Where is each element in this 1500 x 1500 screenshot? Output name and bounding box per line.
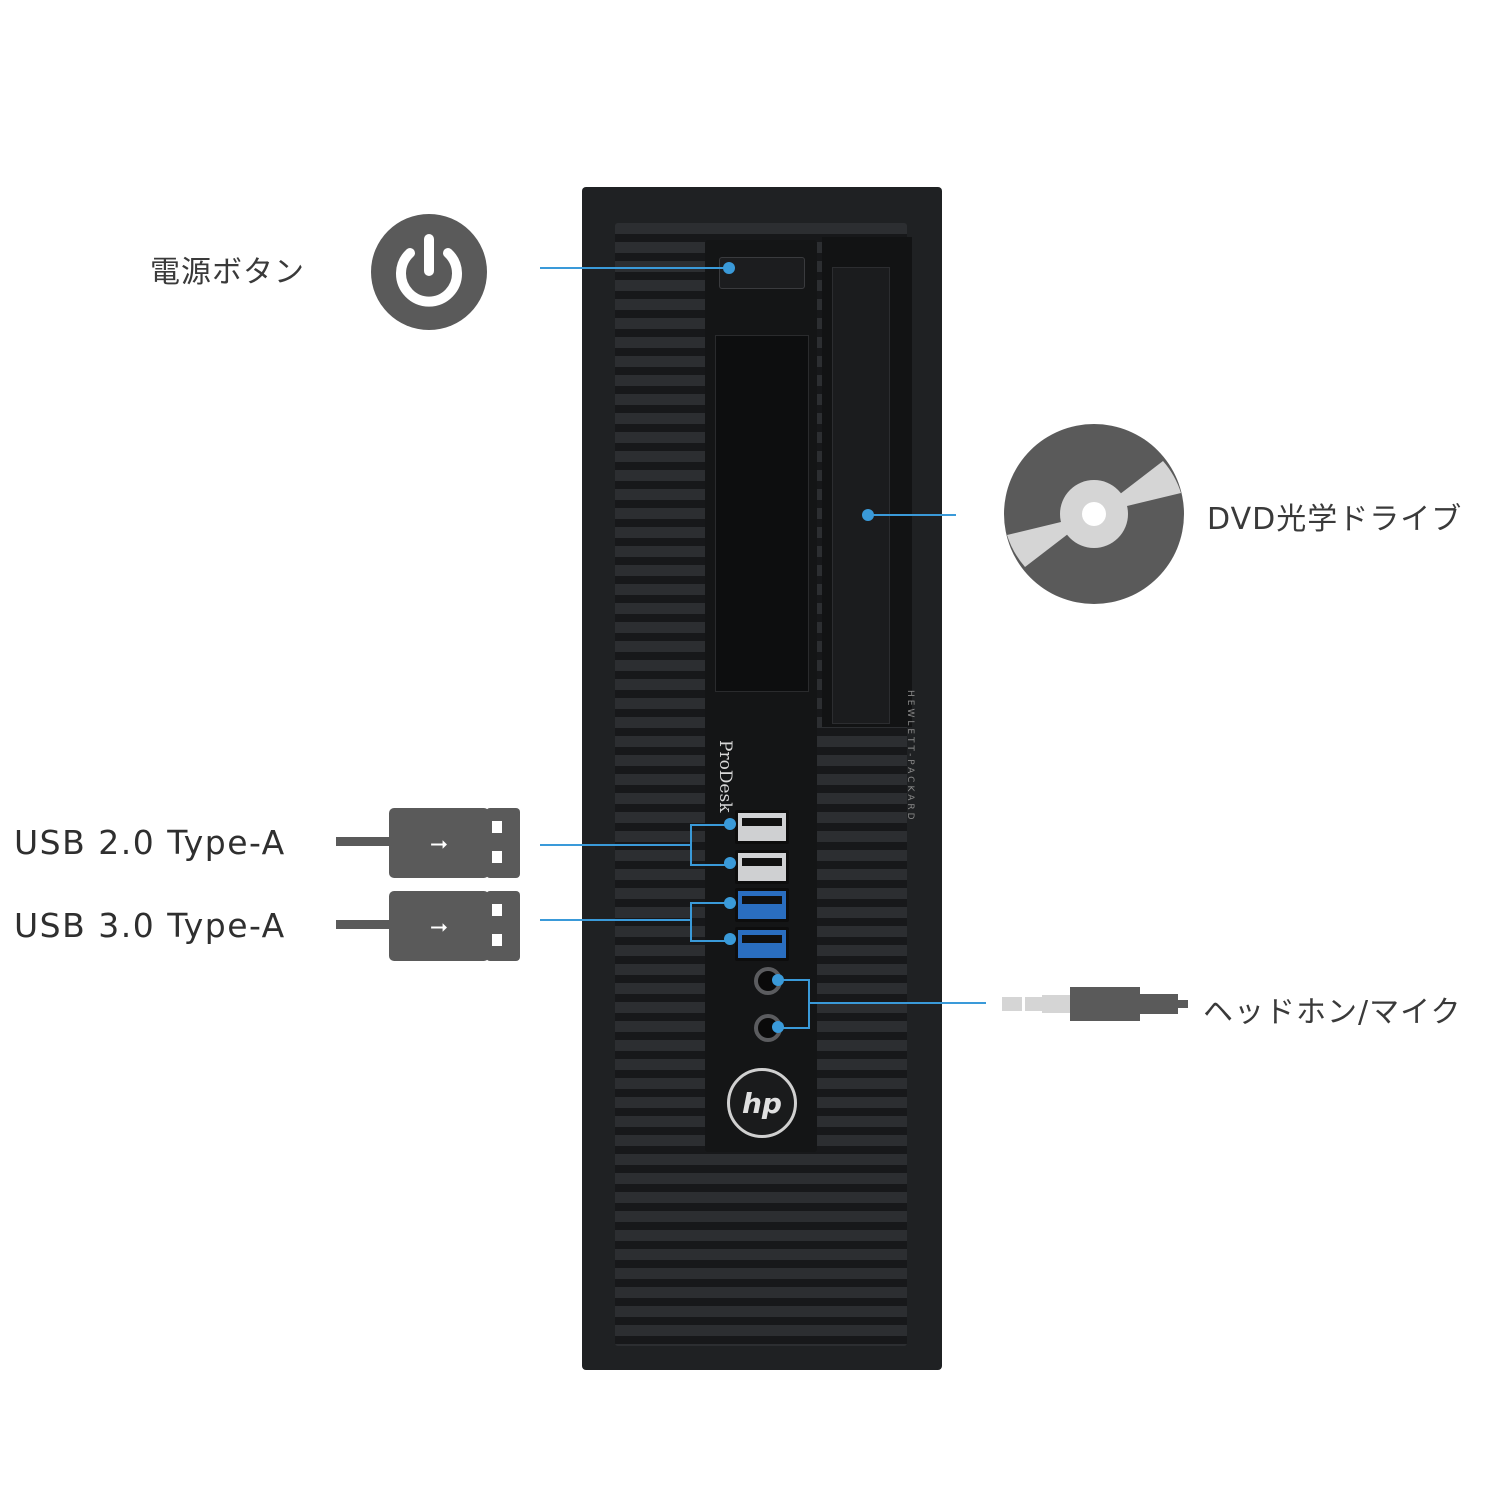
side-brand-text: HEWLETT-PACKARD — [905, 690, 915, 823]
usb2-leader-line — [540, 844, 692, 846]
power-leader-dot — [723, 262, 735, 274]
audio-dot-2 — [772, 1021, 784, 1033]
usb3-leader-line — [540, 919, 692, 921]
media-slot — [715, 335, 809, 692]
dvd-disc-icon — [1003, 423, 1185, 605]
usb3-port-2[interactable] — [735, 927, 789, 961]
audio-plug-icon — [1000, 985, 1190, 1023]
power-icon — [370, 213, 488, 331]
dvd-leader-dot — [862, 509, 874, 521]
usb3-port-1[interactable] — [735, 888, 789, 922]
audio-leader-line — [808, 1002, 986, 1004]
headphone-mic-label: ヘッドホン/マイク — [1203, 995, 1462, 1030]
usb2-port-2[interactable] — [735, 850, 789, 884]
usb-cable-icon: ⭢ — [336, 888, 522, 963]
power-button[interactable] — [719, 257, 805, 289]
power-leader-line — [540, 267, 730, 269]
dvd-drive-label: DVD光学ドライブ — [1207, 502, 1463, 537]
usb2-bracket — [690, 824, 732, 866]
usb2-dot-2 — [724, 857, 736, 869]
audio-bracket — [778, 979, 810, 1029]
brand-text: ProDesk — [715, 740, 735, 813]
hp-logo: hp — [727, 1068, 797, 1138]
usb2-label: USB 2.0 Type-A — [14, 823, 286, 862]
usb3-dot-1 — [724, 897, 736, 909]
usb2-port-1[interactable] — [735, 810, 789, 844]
usb3-bracket — [690, 902, 732, 942]
svg-text:⭢: ⭢ — [430, 831, 448, 856]
usb3-dot-2 — [724, 933, 736, 945]
mic-jack[interactable] — [754, 1014, 782, 1042]
usb3-label: USB 3.0 Type-A — [14, 906, 286, 945]
usb-cable-icon: ⭢ — [336, 805, 522, 880]
svg-text:⭢: ⭢ — [430, 914, 448, 939]
dvd-tray[interactable] — [832, 267, 890, 724]
power-button-label: 電源ボタン — [150, 255, 305, 290]
dvd-leader-line — [868, 514, 956, 516]
audio-dot-1 — [772, 974, 784, 986]
usb2-dot-1 — [724, 818, 736, 830]
